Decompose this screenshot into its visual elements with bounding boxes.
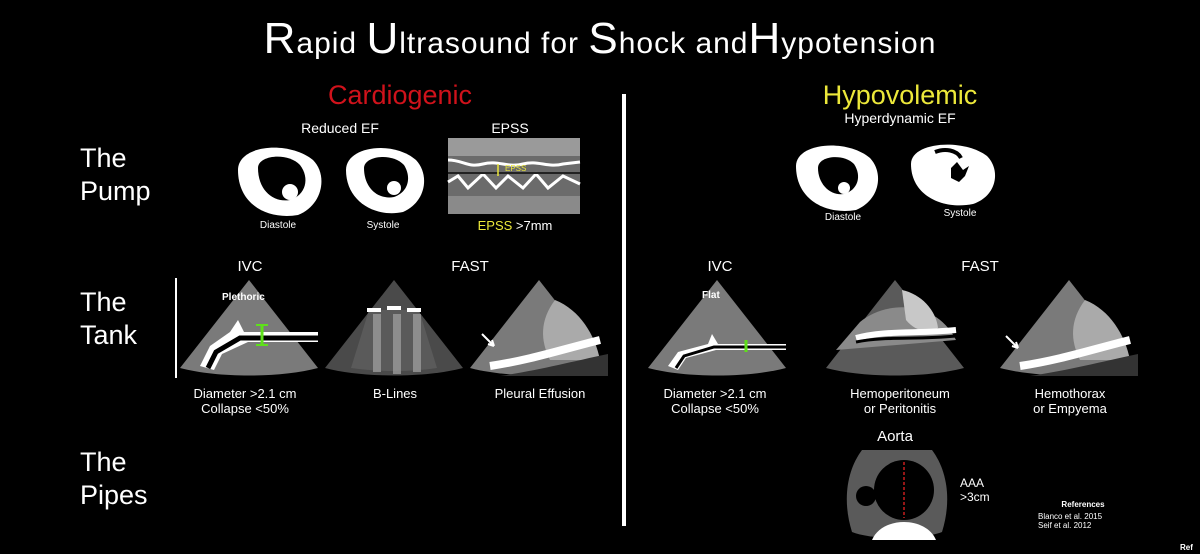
- hemoperitoneum-ultrasound: [826, 280, 964, 376]
- reference-item: Blanco et al. 2015: [1038, 512, 1103, 521]
- caption-line: Hemoperitoneum: [850, 386, 950, 401]
- ivc-flat-ultrasound: [648, 280, 786, 376]
- ivc-plethoric-ultrasound: [180, 280, 318, 376]
- title-initial-h: H: [748, 14, 782, 63]
- heart-diastole-hyper-icon: [796, 145, 879, 211]
- hypo-fast-title: FAST: [961, 258, 999, 275]
- row-label-line: Tank: [80, 320, 138, 350]
- diastole-label: Diastole: [259, 220, 297, 231]
- blines-caption: B-Lines: [372, 386, 418, 401]
- row-label-pipes: The Pipes: [80, 446, 148, 512]
- title-initial-u: U: [366, 14, 400, 63]
- pleural-effusion-caption: Pleural Effusion: [494, 386, 586, 401]
- title-word: ltrasound: [399, 27, 532, 60]
- title-word: hock: [618, 27, 687, 60]
- hypovolemic-heading: Hypovolemic: [822, 80, 978, 110]
- row-label-pump: The Pump: [80, 142, 151, 208]
- flat-label: Flat: [702, 290, 720, 301]
- row-label-tank: The Tank: [80, 286, 137, 352]
- caption-line: Collapse <50%: [671, 401, 759, 416]
- cardio-fast-title: FAST: [451, 258, 489, 275]
- title-word: apid: [296, 27, 358, 60]
- hemothorax-ultrasound: [1000, 280, 1138, 376]
- cardiogenic-heading: Cardiogenic: [327, 80, 473, 110]
- row-label-line: Pipes: [80, 480, 148, 510]
- hypo-ivc-title: IVC: [707, 258, 733, 275]
- caption-line: Collapse <50%: [201, 401, 289, 416]
- epss-caption-term: EPSS: [477, 218, 513, 233]
- row-label-line: The: [80, 143, 127, 173]
- aaa-label: AAA >3cm: [960, 476, 990, 504]
- heart-diastole-reduced-icon: [238, 147, 322, 216]
- epss-caption-value: >7mm: [512, 218, 553, 233]
- title-word: for: [541, 27, 580, 60]
- epss-marker-label: EPSS: [505, 164, 527, 173]
- references-corner-label: Ref: [1180, 543, 1193, 552]
- pleural-effusion-ultrasound: [470, 280, 608, 376]
- title-initial-s: S: [588, 14, 619, 63]
- plethoric-label: Plethoric: [222, 292, 265, 303]
- caption-line: Hemothorax: [1034, 386, 1106, 401]
- aorta-ultrasound: [846, 450, 948, 540]
- title-word: and: [695, 27, 749, 60]
- title-word: ypotension: [781, 27, 937, 60]
- hemoperitoneum-caption: Hemoperitoneum or Peritonitis: [830, 386, 970, 416]
- aaa-label-line: AAA: [960, 476, 985, 490]
- caption-line: Diameter >2.1 cm: [663, 386, 767, 401]
- systole-label: Systole: [366, 220, 400, 231]
- caption-line: or Empyema: [1033, 401, 1107, 416]
- reduced-ef-label: Reduced EF: [301, 120, 379, 136]
- aorta-title: Aorta: [877, 428, 913, 445]
- hemothorax-caption: Hemothorax or Empyema: [1010, 386, 1130, 416]
- title-initial-r: R: [263, 14, 297, 63]
- hyperdynamic-ef-label: Hyperdynamic EF: [844, 110, 956, 126]
- aaa-label-line: >3cm: [960, 490, 990, 504]
- hypo-ivc-caption: Diameter >2.1 cm Collapse <50%: [640, 386, 790, 416]
- cardio-ivc-caption: Diameter >2.1 cm Collapse <50%: [170, 386, 320, 416]
- hyper-diastole-label: Diastole: [824, 212, 862, 223]
- column-divider: [622, 94, 626, 526]
- tank-row-marker: [175, 278, 177, 378]
- row-label-line: Pump: [80, 176, 151, 206]
- references-block: References Blanco et al. 2015 Seif et al…: [1038, 500, 1128, 530]
- epss-title: EPSS: [491, 120, 529, 136]
- caption-line: Diameter >2.1 cm: [193, 386, 297, 401]
- epss-caption: EPSS >7mm: [450, 218, 580, 233]
- page-title: Rapid Ultrasound for Shock andHypotensio…: [0, 14, 1200, 64]
- row-label-line: The: [80, 447, 127, 477]
- references-heading: References: [1061, 500, 1105, 509]
- epss-mmode-image: [447, 138, 581, 214]
- blines-ultrasound: [325, 280, 463, 376]
- caption-line: or Peritonitis: [863, 401, 937, 416]
- reference-item: Seif et al. 2012: [1038, 521, 1092, 530]
- row-label-line: The: [80, 287, 127, 317]
- heart-systole-hyper-icon: [911, 144, 996, 206]
- hyper-systole-label: Systole: [943, 208, 977, 219]
- cardio-ivc-title: IVC: [237, 258, 263, 275]
- heart-systole-reduced-icon: [346, 147, 425, 214]
